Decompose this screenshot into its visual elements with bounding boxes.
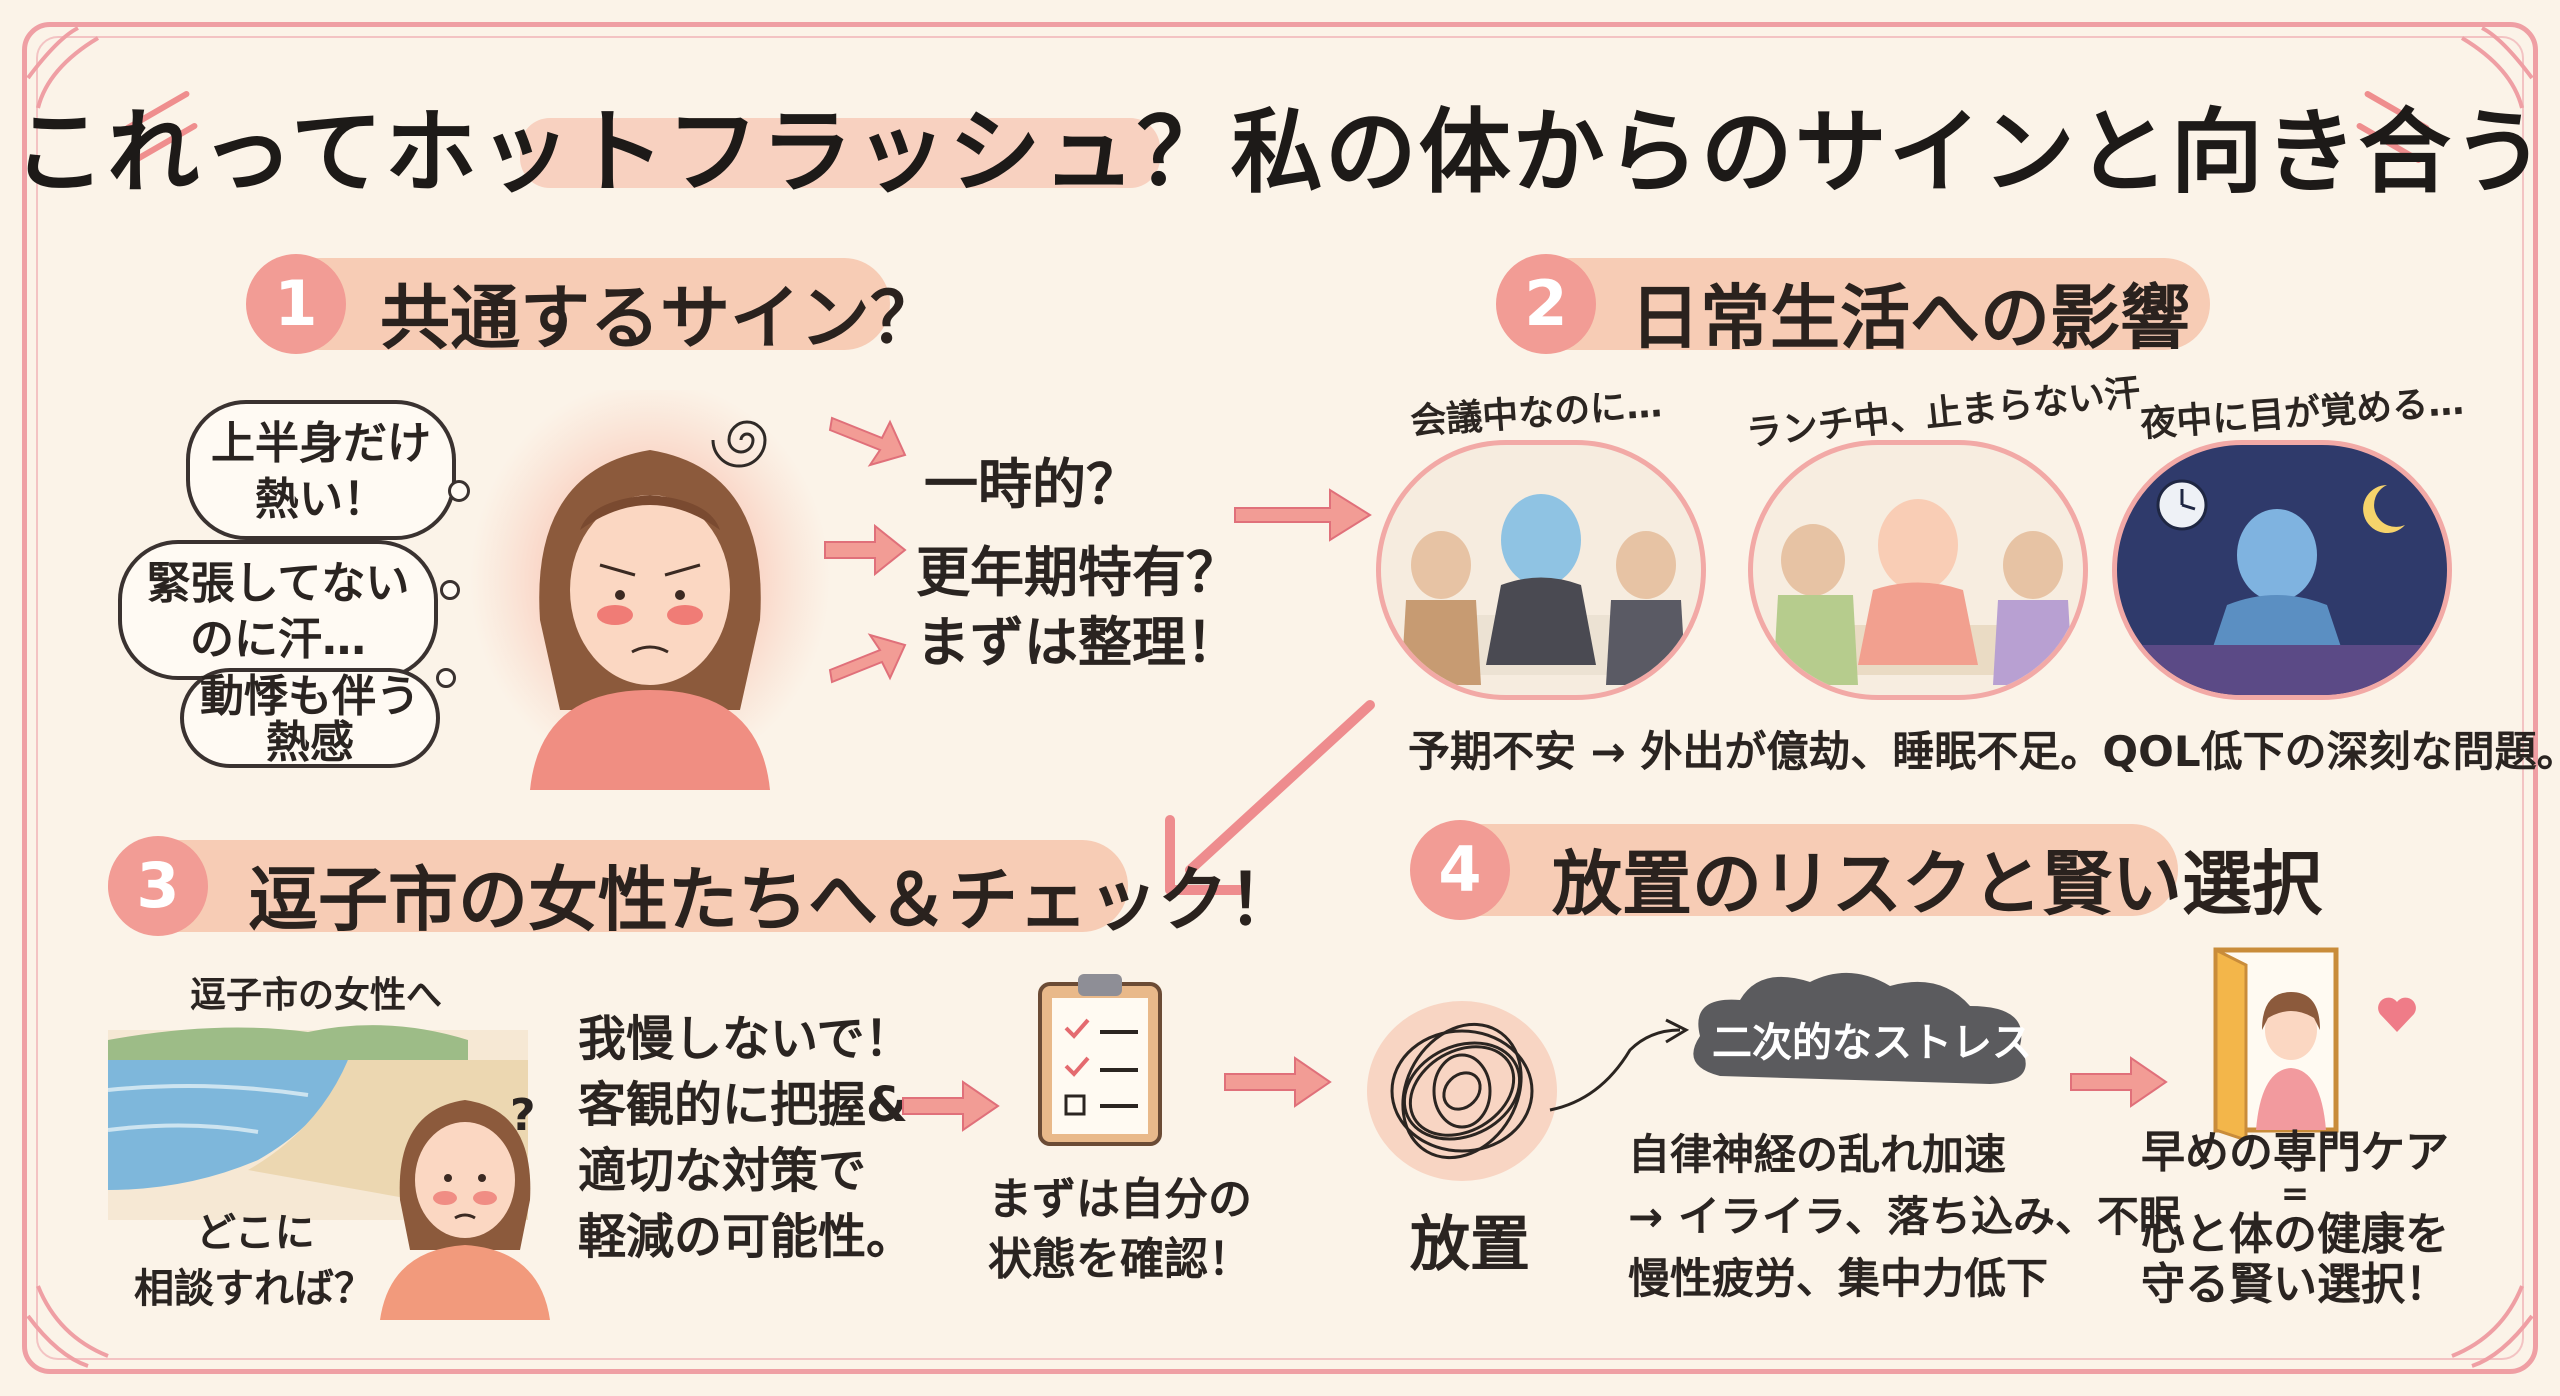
- thought-bubble: 動悸も伴う 熱感: [180, 668, 440, 768]
- arrow-down-left-icon: [1165, 700, 1375, 895]
- section-number: 1: [246, 254, 346, 354]
- cloud-label: 二次的なストレス: [1712, 1020, 2032, 1066]
- section-title: 日常生活への影響: [1630, 277, 2190, 359]
- heart-icon: [2378, 997, 2416, 1032]
- question-text: どこに: [196, 1210, 315, 1256]
- arrow-right-icon: [828, 633, 907, 684]
- bubble-text: 熱い！: [255, 474, 387, 525]
- advice-line: 我慢しないで！: [578, 1011, 913, 1067]
- beach-illustration: [108, 1025, 528, 1220]
- curved-arrow-icon: [1549, 1018, 1690, 1112]
- cloud-icon: [1693, 972, 2026, 1084]
- section-title: 共通するサイン？: [380, 277, 940, 359]
- effect-line: → イライラ、落ち込み、不眠: [1628, 1192, 2181, 1241]
- advice-line: 客観的に把握&: [578, 1077, 908, 1133]
- advice-block: 我慢しないで！ 客観的に把握& 適切な対策で 軽減の可能性。: [578, 1006, 914, 1270]
- bubble-dot: [448, 480, 470, 502]
- section-highlight: [250, 258, 890, 350]
- impact-summary: 予期不安 → 外出が億劫、睡眠不足。QOL低下の深刻な問題。: [1408, 727, 2560, 776]
- night-scene: [2112, 440, 2452, 700]
- arrow-right-icon: [824, 523, 907, 577]
- inner-frame: [36, 36, 2524, 1360]
- bubble-text: 上半身だけ: [211, 418, 431, 469]
- arrow-right-icon: [902, 1080, 1000, 1132]
- ribbon-icon: [26, 26, 100, 109]
- bubble-text: 熱感: [266, 717, 354, 768]
- question-mark: ?: [510, 1090, 536, 1141]
- swirl-icon: [711, 420, 767, 468]
- choice-line: =: [2280, 1174, 2310, 1214]
- advice-line: 適切な対策で: [578, 1143, 867, 1199]
- arrow-right-icon: [1224, 1056, 1332, 1108]
- meeting-scene: [1376, 440, 1706, 700]
- point-text: 一時的？: [924, 453, 1140, 516]
- tangle-icon: [1367, 1001, 1557, 1181]
- effect-line: 慢性疲労、集中力低下: [1628, 1254, 2049, 1303]
- thought-bubble: 上半身だけ 熱い！: [186, 400, 456, 540]
- choice-line: 早めの専門ケア: [2141, 1127, 2449, 1178]
- title-highlight: [520, 118, 1160, 188]
- section-highlight: [108, 840, 1128, 932]
- flushed-woman-illustration: [470, 390, 830, 790]
- checklist-caption-line: 状態を確認！: [988, 1234, 1252, 1285]
- clipboard-icon: [1038, 974, 1162, 1146]
- door-icon: [2213, 947, 2339, 1140]
- lunch-scene: [1748, 440, 2088, 700]
- section-highlight: [1418, 824, 2178, 916]
- question-text: 相談すれば？: [134, 1266, 374, 1312]
- thought-bubble: 緊張してない のに汗…: [118, 540, 438, 680]
- worried-woman-illustration: [380, 1100, 550, 1320]
- ribbon-icon: [2460, 26, 2534, 109]
- effect-line: 自律神経の乱れ加速: [1628, 1130, 2007, 1179]
- point-text: 更年期特有？: [916, 541, 1240, 604]
- arrow-right-icon: [1234, 488, 1372, 542]
- checklist-caption-line: まずは自分の: [988, 1174, 1252, 1225]
- outer-frame: [22, 22, 2538, 1374]
- section-title: 放置のリスクと賢い選択: [1552, 843, 2322, 925]
- map-label: 逗子市の女性へ: [190, 975, 443, 1016]
- page-title: これってホットフラッシュ？私の体からのサインと向き合う: [13, 99, 2547, 206]
- choice-block: 早めの専門ケア = 心と体の健康を 守る賢い選択！: [2130, 1128, 2460, 1310]
- section-number: 2: [1496, 254, 1596, 354]
- arrow-right-icon: [2070, 1056, 2168, 1108]
- bubble-text: 緊張してない: [146, 558, 410, 609]
- neglect-label: 放置: [1410, 1210, 1530, 1280]
- ribbon-icon: [2451, 1285, 2534, 1368]
- section-number: 4: [1410, 820, 1510, 920]
- section-number: 3: [108, 836, 208, 936]
- checklist-caption: まずは自分の 状態を確認！: [988, 1170, 1252, 1290]
- bubble-text: 動悸も伴う: [200, 671, 420, 722]
- effects-block: 自律神経の乱れ加速 → イライラ、落ち込み、不眠 慢性疲労、集中力低下: [1628, 1124, 2181, 1310]
- section-title: 逗子市の女性たちへ＆チェック！: [248, 859, 1298, 941]
- choice-line: 守る賢い選択！: [2141, 1259, 2449, 1310]
- advice-line: 軽減の可能性。: [578, 1209, 915, 1265]
- section-highlight: [1510, 258, 2210, 350]
- bubble-dot: [440, 580, 460, 600]
- ribbon-icon: [26, 1285, 109, 1368]
- bubble-text: のに汗…: [190, 614, 366, 665]
- point-text: まずは整理！: [916, 611, 1240, 674]
- arrow-right-icon: [828, 416, 907, 467]
- bubble-dot: [436, 668, 456, 688]
- choice-line: 心と体の健康を: [2141, 1209, 2449, 1260]
